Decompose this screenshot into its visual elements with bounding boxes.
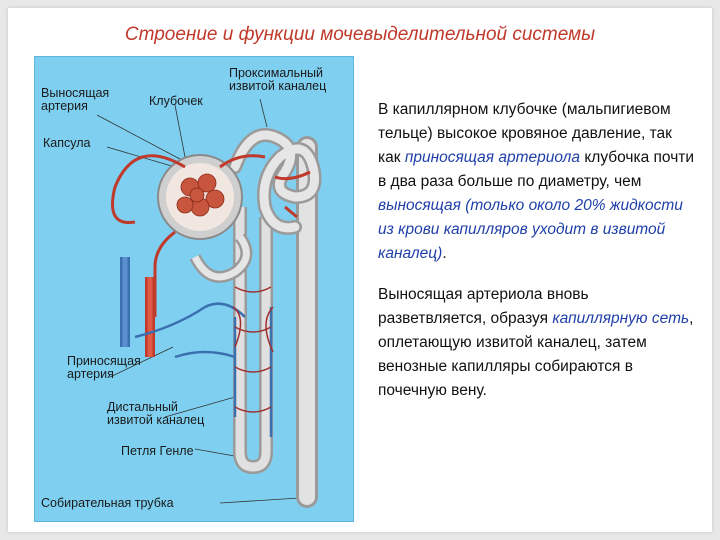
p2-text-c: , оплетающую извитой каналец, затем вено… [378,310,694,399]
label-efferent-artery: Выносящая артерия [41,86,110,113]
slide-title: Строение и функции мочевыделительной сис… [124,24,596,45]
p2-text-a: Выносящая артериола вновь разветвляется,… [378,286,589,327]
label-proximal-tubule: Проксимальный извитой каналец [229,66,327,93]
p1-highlight-efferent: выносящая (только около 20% жидкости из … [378,197,683,262]
label-afferent-artery: Приносящая артерия [67,354,141,381]
label-capsule: Капсула [43,136,91,150]
p1-text-a: В капиллярном клубочке (мальпигиевом тел… [378,101,672,166]
p1-text-e: . [442,245,447,262]
nephron-figure: Выносящая артерия Клубочек Проксимальный… [34,56,354,522]
label-henle-loop: Петля Генле [121,444,194,458]
explanation-text: В капиллярном клубочке (мальпигиевом тел… [378,98,698,420]
paragraph-2: Выносящая артериола вновь разветвляется,… [378,283,698,403]
p1-highlight-afferent: приносящая артериола [404,149,581,166]
label-distal-tubule: Дистальный извитой каналец [107,400,205,427]
p2-highlight-capillary: капиллярную сеть [552,310,690,327]
label-collecting-duct: Собирательная трубка [41,496,174,510]
label-glomerulus: Клубочек [149,94,203,108]
paragraph-1: В капиллярном клубочке (мальпигиевом тел… [378,98,698,266]
p1-text-c: клубочка почти в два раза больше по диам… [378,149,695,190]
nephron-illustration [96,98,322,508]
